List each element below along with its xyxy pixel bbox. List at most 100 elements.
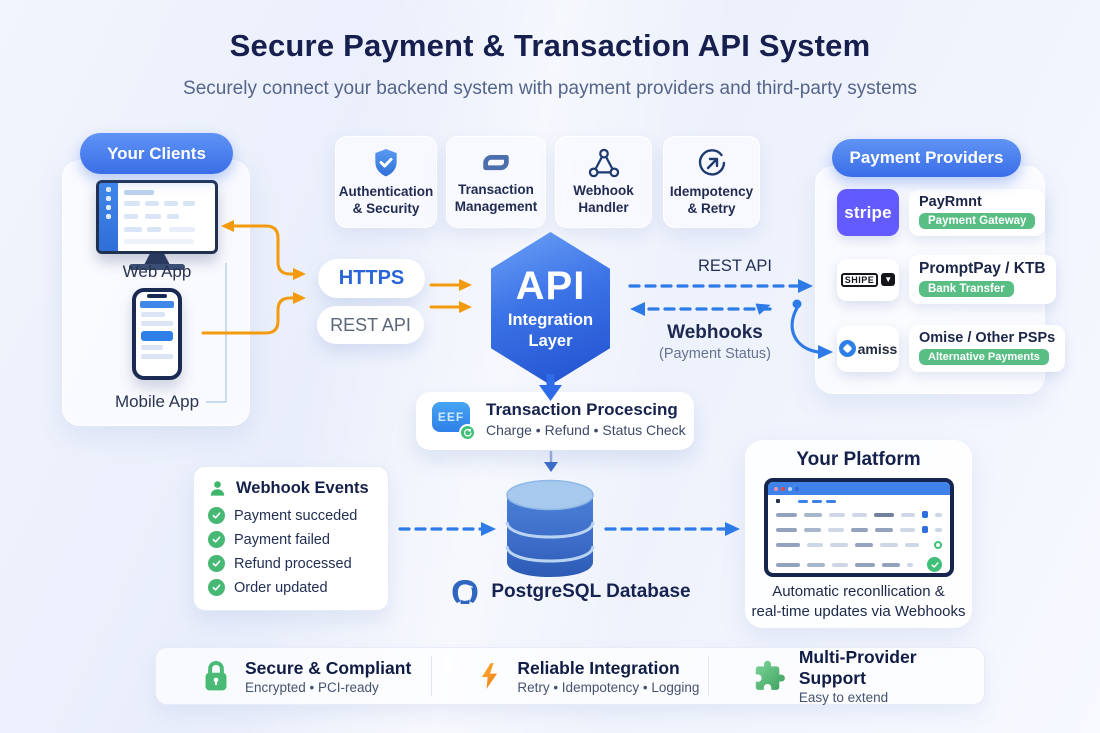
webhook-events-title: Webhook Events bbox=[236, 479, 369, 497]
event-item: Payment failed bbox=[208, 531, 374, 548]
stripe-logo-text: stripe bbox=[844, 202, 892, 222]
page-title: Secure Payment & Transaction API System bbox=[229, 28, 871, 63]
providers-badge: Payment Providers bbox=[832, 139, 1021, 177]
feature-subtitle: Easy to extend bbox=[798, 690, 889, 705]
arrowhead-processing-db bbox=[544, 462, 558, 472]
omise-logo-text: amiss bbox=[857, 340, 898, 357]
api-line2: Layer bbox=[528, 331, 573, 350]
bank-logo-text: SHIPE bbox=[840, 272, 879, 287]
platform-browser-mockup bbox=[764, 478, 954, 577]
transaction-chat-icon: EEF bbox=[432, 402, 476, 441]
card-label: Idempotency bbox=[669, 183, 754, 199]
webhook-events-panel: Webhook Events Payment succeded Payment … bbox=[193, 466, 389, 611]
provider-row-bank: SHIPE ▼ PromptPay / KTB Bank Transfer bbox=[837, 255, 1056, 304]
flow-webhooks-label: Webhooks bbox=[667, 322, 763, 343]
transaction-title: Transaction Procescing bbox=[486, 400, 678, 419]
card-authentication-security: Authentication& Security bbox=[335, 136, 437, 228]
mobile-app-phone-graphic bbox=[132, 288, 182, 380]
shield-check-icon bbox=[375, 148, 397, 176]
feature-subtitle: Encrypted • PCI-ready bbox=[245, 679, 379, 695]
webhook-icon bbox=[588, 148, 619, 177]
providers-badge-label: Payment Providers bbox=[849, 148, 1004, 167]
success-check-icon bbox=[927, 557, 942, 572]
arrowhead-db-platform bbox=[725, 522, 740, 536]
postgresql-elephant-icon bbox=[452, 579, 478, 604]
web-app-label: Web App bbox=[122, 262, 192, 281]
omise-logo-mark-icon bbox=[838, 340, 856, 357]
bank-logo: SHIPE ▼ bbox=[837, 258, 899, 301]
arrowhead-rest-api bbox=[459, 301, 472, 313]
api-word: API bbox=[515, 263, 586, 308]
puzzle-icon bbox=[755, 660, 785, 690]
platform-caption-line2: real-time updates via Webhooks bbox=[751, 603, 966, 620]
lock-icon bbox=[205, 660, 227, 691]
event-item: Payment succeded bbox=[208, 507, 374, 524]
feature-title: Reliable Integration bbox=[517, 657, 680, 678]
provider-tag: Payment Gateway bbox=[919, 213, 1036, 229]
curve-start-dot bbox=[792, 299, 802, 309]
card-label: Transaction bbox=[458, 181, 534, 197]
check-circle-icon bbox=[208, 579, 225, 596]
feature-title: Multi-Provider Support bbox=[798, 647, 917, 688]
transaction-icon-text: EEF bbox=[437, 410, 465, 424]
provider-title: Omise / Other PSPs bbox=[919, 330, 1056, 346]
event-label: Order updated bbox=[234, 579, 328, 596]
monitor-sidebar bbox=[99, 183, 118, 251]
card-label: & Retry bbox=[687, 200, 736, 216]
flow-webhooks-sublabel: (Payment Status) bbox=[658, 346, 771, 362]
feature-subtitle: Retry • Idempotency • Logging bbox=[517, 679, 700, 695]
clients-badge: Your Clients bbox=[80, 133, 233, 174]
arrowhead-rest-providers bbox=[798, 279, 813, 293]
database-label: PostgreSQL Database bbox=[491, 580, 691, 602]
provider-info: PromptPay / KTB Bank Transfer bbox=[909, 255, 1056, 304]
monitor-screen bbox=[99, 183, 215, 251]
phone-primary-button bbox=[141, 331, 173, 341]
bolt-icon bbox=[482, 663, 498, 689]
arrowhead-events-db bbox=[481, 522, 496, 536]
check-circle-icon bbox=[208, 507, 225, 524]
transaction-processing-card: EEF Transaction Procescing Charge • Refu… bbox=[416, 392, 694, 450]
card-label: Webhook bbox=[573, 182, 634, 198]
platform-title: Your Platform bbox=[796, 449, 921, 470]
arrowhead-to-https-1 bbox=[293, 268, 306, 280]
provider-title: PromptPay / KTB bbox=[919, 260, 1046, 277]
bottom-features-bar: Secure & Compliant Encrypted • PCI-ready… bbox=[155, 647, 985, 705]
pending-ring-icon bbox=[934, 541, 942, 549]
browser-titlebar bbox=[768, 482, 950, 495]
card-idempotency-retry: Idempotency& Retry bbox=[663, 136, 760, 228]
flow-rest-api-label: REST API bbox=[698, 257, 772, 275]
card-label: & Security bbox=[352, 200, 420, 216]
https-pill: HTTPS bbox=[318, 259, 425, 298]
provider-info: Omise / Other PSPs Alternative Payments bbox=[909, 325, 1066, 372]
event-item: Order updated bbox=[208, 579, 374, 596]
provider-row-omise: amiss Omise / Other PSPs Alternative Pay… bbox=[837, 325, 1066, 372]
page-subtitle: Securely connect your backend system wit… bbox=[183, 78, 917, 99]
provider-row-stripe: stripe PayRmnt Payment Gateway bbox=[837, 189, 1046, 236]
provider-tag: Alternative Payments bbox=[919, 349, 1049, 365]
clients-badge-label: Your Clients bbox=[107, 143, 206, 163]
api-line1: Integration bbox=[507, 310, 594, 329]
event-label: Payment failed bbox=[234, 531, 330, 548]
card-label: Handler bbox=[578, 199, 629, 215]
stripe-logo: stripe bbox=[837, 189, 899, 236]
transaction-refresh-badge-icon bbox=[459, 424, 476, 441]
postgresql-label-row: PostgreSQL Database bbox=[400, 578, 740, 605]
provider-info: PayRmnt Payment Gateway bbox=[909, 189, 1046, 236]
feature-reliable-integration: Reliable Integration Retry • Idempotency… bbox=[431, 656, 707, 696]
person-icon bbox=[210, 481, 225, 496]
omise-logo: amiss bbox=[837, 325, 899, 372]
phone-notch bbox=[147, 294, 167, 298]
sync-icon bbox=[483, 154, 509, 170]
feature-title: Secure & Compliant bbox=[245, 657, 412, 678]
https-label: HTTPS bbox=[338, 267, 405, 289]
database-cylinder bbox=[504, 476, 596, 585]
platform-caption-line1: Automatic reconllication & bbox=[772, 583, 945, 600]
rest-api-pill: REST API bbox=[317, 306, 424, 344]
rest-api-label: REST API bbox=[330, 314, 411, 335]
mobile-app-label: Mobile App bbox=[114, 392, 200, 411]
monitor-base bbox=[129, 264, 185, 270]
retry-icon bbox=[698, 148, 725, 176]
